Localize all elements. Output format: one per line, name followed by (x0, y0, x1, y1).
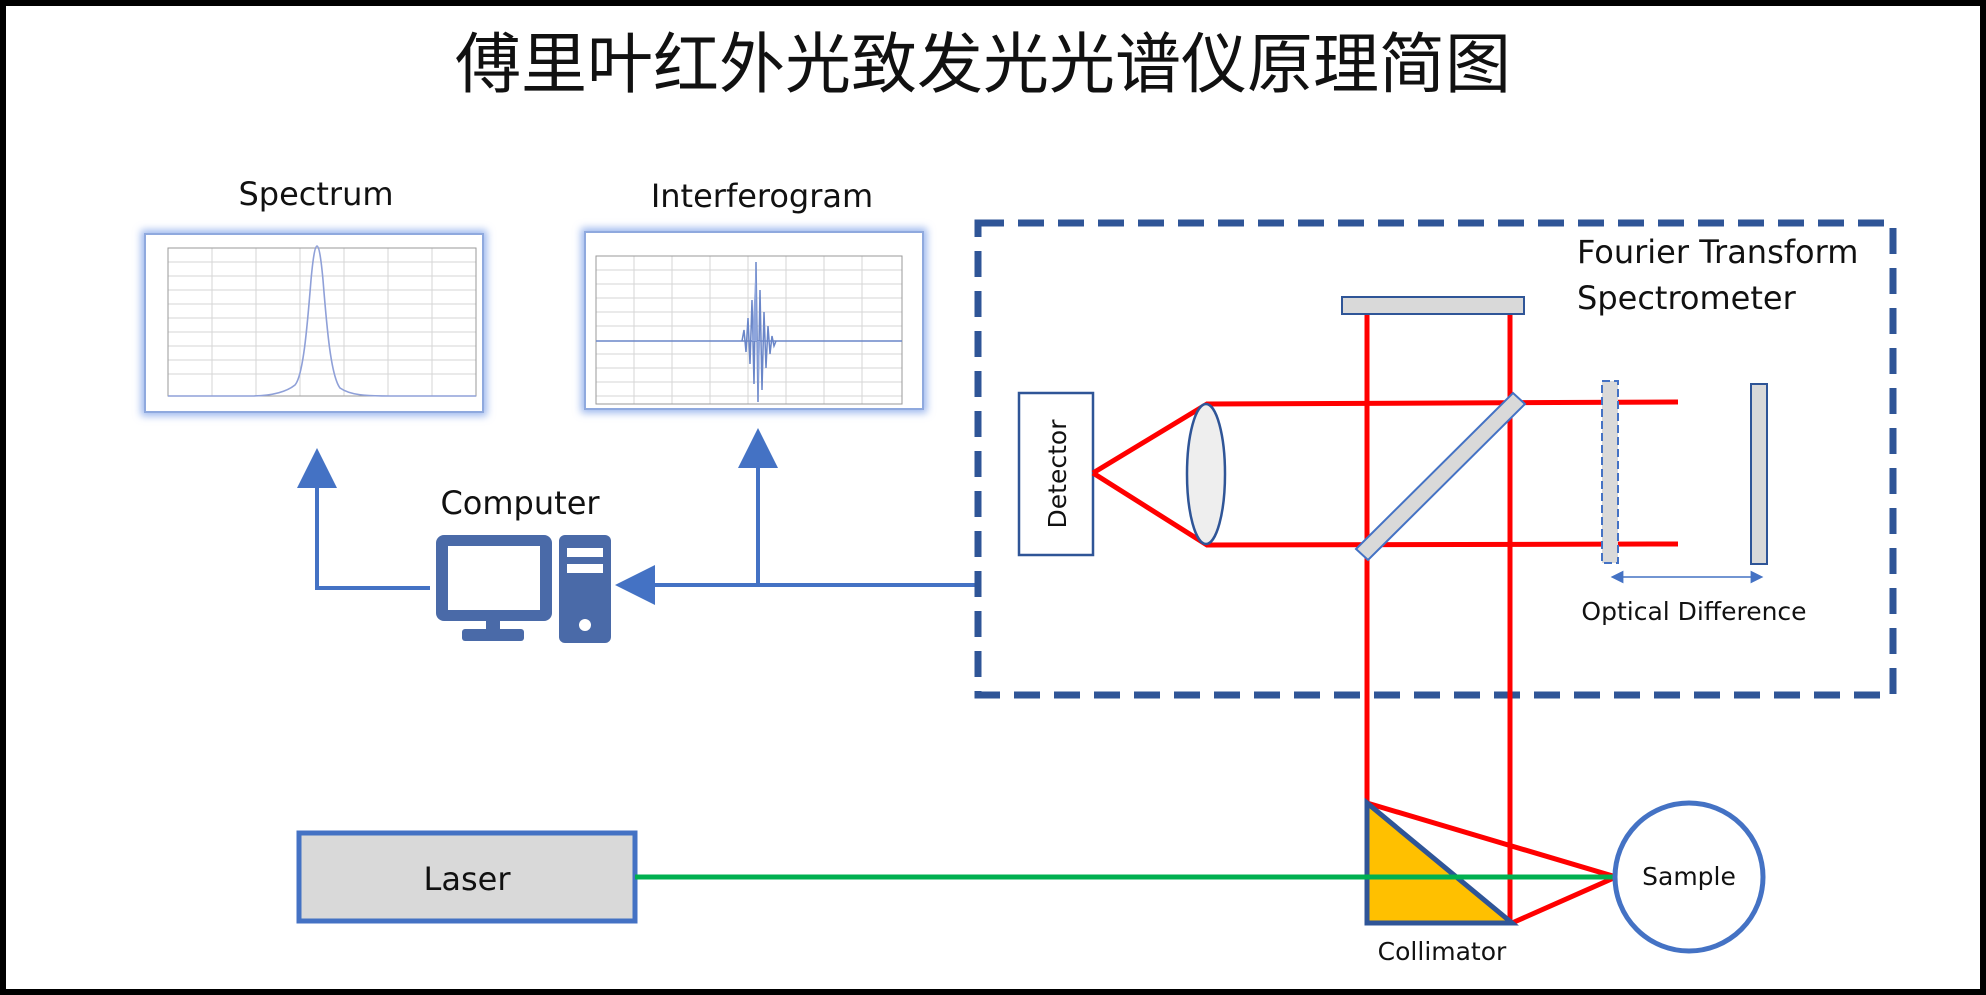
detector: Detector (1017, 391, 1095, 557)
computer-icon (436, 535, 611, 643)
laser: Laser (296, 830, 638, 924)
interferogram-label: Interferogram (651, 177, 873, 215)
beam-splitter (1354, 391, 1527, 562)
focusing-lens (1185, 402, 1227, 546)
signal-arrows (297, 428, 980, 605)
spectrum-thumbnail (141, 230, 487, 416)
computer-to-spectrum-arrow (297, 448, 430, 590)
moving-mirror (1750, 383, 1768, 565)
computer-label: Computer (440, 484, 600, 522)
collimator (1364, 797, 1519, 926)
fixed-mirror (1341, 296, 1525, 315)
collimator-label: Collimator (1378, 937, 1507, 966)
compensator-plate (1601, 380, 1619, 564)
interferogram-thumbnail (581, 228, 927, 413)
detector-label: Detector (1043, 419, 1072, 529)
spectrum-label: Spectrum (238, 175, 393, 213)
sample-label: Sample (1642, 862, 1736, 891)
page-title: 傅里叶红外光致发光光谱仪原理简图 (455, 26, 1511, 103)
sample: Sample (1612, 800, 1766, 954)
laser-label: Laser (424, 860, 512, 898)
optical-difference-label: Optical Difference (1581, 597, 1806, 626)
fts-dashed-box (974, 219, 1897, 699)
fts-label-line2: Spectrometer (1577, 279, 1797, 317)
fts-label-line1: Fourier Transform (1577, 233, 1858, 271)
